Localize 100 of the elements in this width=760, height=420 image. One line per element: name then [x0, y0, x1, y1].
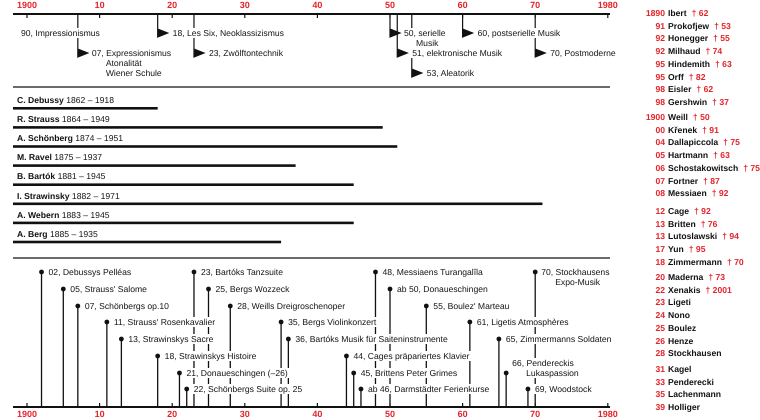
event-label: ab 50, Donaueschingen [396, 284, 489, 294]
composer-name: Boulez [668, 322, 696, 333]
birth-year: 00 [654, 124, 665, 135]
death-year: † 55 [713, 33, 730, 44]
composer-name: Xenakis [668, 284, 700, 295]
event-label: 02, Debussys Pelléas [48, 267, 132, 277]
event-label: 48, Messiaens Turangalîla [381, 267, 484, 277]
composer-name: Weill [668, 112, 688, 122]
death-year: † 74 [705, 46, 722, 56]
composer-label: A. Webern 1883 – 1945 [17, 210, 110, 220]
year-label: 60 [458, 0, 468, 10]
event-label: 21, Donaueschingen (–26) [185, 368, 289, 378]
birth-year: 25 [654, 322, 665, 333]
death-year: † 95 [688, 244, 706, 254]
year-label: 20 [167, 409, 178, 419]
birth-year: 98 [654, 96, 665, 107]
composer-name: Fortner [668, 176, 698, 186]
year-label: 1900 [16, 409, 38, 419]
birth-year: 1900 [644, 112, 665, 122]
year-label: 40 [312, 409, 322, 419]
composer-name: Eisler [668, 84, 692, 94]
event-label: 28, Weills Dreigroschenoper [236, 301, 346, 311]
year-label: 20 [167, 0, 178, 10]
composer-name: Ligeti [668, 297, 691, 308]
event-label: 18, Les Six, Neoklassizismus [172, 28, 285, 38]
birth-year: 05 [654, 150, 665, 160]
composer-name: Zimmermann [668, 256, 722, 267]
birth-year: 92 [654, 33, 665, 44]
composer-name: Maderna [668, 272, 704, 282]
death-year: † 62 [696, 84, 714, 94]
birth-year: 13 [654, 231, 665, 242]
year-label: 50 [385, 409, 395, 419]
composer-label: B. Bartók 1881 – 1945 [17, 171, 106, 182]
birth-year: 04 [654, 137, 665, 148]
composer-name: Hartmann [668, 150, 708, 160]
composer-name: Lutoslawski [668, 231, 718, 242]
death-year: † 2001 [706, 284, 732, 295]
event-label: 45, Brittens Peter Grimes [360, 368, 458, 378]
composer-name: Milhaud [668, 46, 700, 56]
birth-year: 39 [654, 402, 665, 412]
death-year: † 87 [703, 176, 720, 186]
birth-year: 08 [654, 188, 665, 198]
year-label: 30 [240, 409, 250, 419]
death-year: † 75 [743, 162, 760, 173]
birth-year: 1890 [644, 8, 665, 18]
death-year: † 63 [715, 58, 732, 69]
death-year: † 94 [722, 231, 739, 242]
composer-name: Yun [668, 244, 684, 254]
composer-name: Dallapiccola [668, 137, 718, 148]
event-label: 60, postserielle Musik [476, 28, 562, 38]
birth-year: 35 [654, 389, 665, 400]
composer-name: Lachenmann [668, 389, 722, 400]
birth-year: 26 [654, 336, 665, 346]
event-label: 07, Schönbergs op.10 [84, 301, 170, 311]
event-label: 70, Postmoderne [549, 48, 617, 58]
composer-name: Hindemith [668, 58, 710, 69]
composer-label: C. Debussy 1862 – 1918 [17, 95, 114, 105]
year-label: 70 [530, 0, 540, 10]
composer-name: Cage [668, 206, 690, 216]
birth-year: 06 [654, 162, 665, 173]
event-label: 05, Strauss' Salome [69, 284, 148, 294]
event-label: 51, elektronische Musik [411, 48, 504, 58]
birth-year: 23 [654, 297, 665, 308]
death-year: † 73 [708, 272, 726, 282]
event-label: 23, Bartóks Tanzsuite [200, 267, 284, 277]
composer-name: Messiaen [668, 188, 707, 198]
death-year: † 53 [714, 20, 731, 31]
composer-name: Britten [668, 218, 696, 229]
event-label: 25, Bergs Wozzeck [214, 284, 290, 294]
death-year: † 82 [688, 72, 706, 82]
death-year: † 62 [692, 8, 708, 18]
year-label: 40 [312, 0, 322, 10]
year-label: 1980 [598, 0, 618, 10]
composer-name: Penderecki [668, 376, 714, 387]
composer-label: R. Strauss 1864 – 1949 [17, 114, 110, 124]
composer-name: Holliger [668, 402, 700, 412]
composer-name: Prokofjew [668, 20, 710, 31]
event-label: 65, Zimmermanns Soldaten [504, 334, 612, 344]
year-label: 60 [458, 409, 468, 419]
event-label: 35, Bergs Violinkonzert [287, 317, 378, 327]
year-label: 10 [94, 0, 105, 10]
birth-year: 22 [654, 284, 665, 295]
birth-year: 24 [654, 310, 665, 320]
birth-year: 98 [654, 84, 665, 94]
event-label: 18, Strawinskys Histoire [164, 351, 258, 361]
birth-year: 33 [654, 376, 665, 387]
death-year: † 92 [694, 206, 711, 216]
birth-year: 20 [654, 272, 665, 282]
event-label: 90, Impressionismus [20, 28, 101, 38]
event-label: 22, Schönbergs Suite op. 25 [192, 384, 304, 394]
death-year: † 91 [702, 124, 719, 135]
death-year: † 37 [712, 96, 729, 107]
death-year: † 63 [713, 150, 730, 160]
event-label: 69, Woodstock [534, 384, 593, 394]
composer-name: Orff [668, 72, 684, 82]
event-label: 11, Strauss' Rosenkavalier [112, 317, 216, 327]
birth-year: 92 [654, 46, 665, 56]
year-label: 10 [94, 409, 105, 419]
death-year: † 70 [726, 256, 744, 267]
death-year: † 50 [692, 112, 710, 122]
